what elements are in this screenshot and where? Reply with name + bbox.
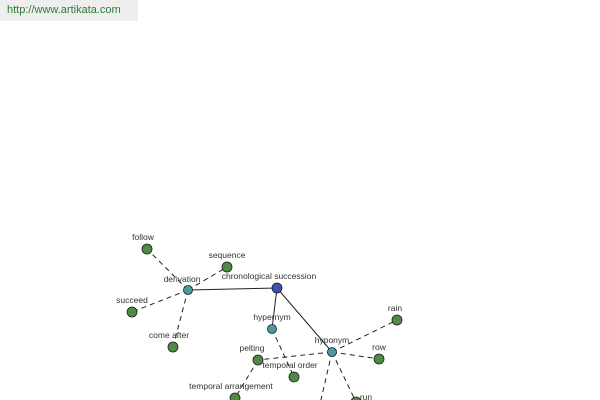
- node-derivation[interactable]: derivation: [164, 274, 201, 295]
- node-follow[interactable]: follow: [132, 232, 155, 255]
- node-row[interactable]: row: [372, 342, 387, 365]
- edge-hyponym-to-row: [331, 351, 380, 360]
- node-dot-hypernym[interactable]: [267, 324, 277, 334]
- node-label-follow[interactable]: follow: [132, 232, 155, 242]
- node-dot-succeed[interactable]: [126, 306, 138, 318]
- node-label-pelting[interactable]: pelting: [239, 343, 264, 353]
- edge-hyponym-to-pelting: [257, 351, 333, 361]
- node-hyponym[interactable]: hyponym: [315, 335, 350, 357]
- edge-chronological-succession-to-hypernym: [271, 287, 278, 330]
- node-dot-hyponym[interactable]: [327, 347, 337, 357]
- node-dot-come-after[interactable]: [167, 341, 179, 353]
- edge-pelting-to-temporal-arrangement: [234, 359, 259, 399]
- node-rain[interactable]: rain: [388, 303, 403, 326]
- node-dot-chronological-succession[interactable]: [271, 282, 283, 294]
- edge-derivation-to-follow: [146, 248, 189, 291]
- node-label-sequence[interactable]: sequence: [209, 250, 246, 260]
- node-dot-follow[interactable]: [141, 243, 153, 255]
- node-label-temporal-arrangement[interactable]: temporal arrangement: [189, 381, 273, 391]
- node-label-chronological-succession[interactable]: chronological succession: [222, 271, 317, 281]
- edge-hyponym-to-rain: [331, 319, 398, 353]
- node-label-hyponym[interactable]: hyponym: [315, 335, 350, 345]
- node-label-temporal-order[interactable]: temporal order: [262, 360, 317, 370]
- edge-derivation-to-come-after: [172, 289, 189, 348]
- node-label-derivation[interactable]: derivation: [164, 274, 201, 284]
- edge-chronological-succession-to-derivation: [187, 287, 278, 291]
- node-label-come-after[interactable]: come after: [149, 330, 189, 340]
- node-dot-derivation[interactable]: [183, 285, 193, 295]
- node-come-after[interactable]: come after: [149, 330, 189, 353]
- edge-hyponym-to-offscreen: [320, 351, 333, 400]
- node-dot-run[interactable]: [350, 396, 362, 400]
- edge-chronological-succession-to-hyponym: [276, 287, 333, 353]
- node-label-run[interactable]: run: [360, 392, 373, 400]
- node-dot-rain[interactable]: [391, 314, 403, 326]
- graph-nodes: chronological succession derivation hypern…: [116, 232, 403, 400]
- node-dot-row[interactable]: [373, 353, 385, 365]
- node-label-succeed[interactable]: succeed: [116, 295, 148, 305]
- edge-derivation-to-succeed: [131, 289, 189, 313]
- node-label-row[interactable]: row: [372, 342, 387, 352]
- graph-edges: [131, 248, 398, 400]
- node-chronological-succession[interactable]: chronological succession: [222, 271, 317, 294]
- node-sequence[interactable]: sequence: [209, 250, 246, 273]
- node-dot-temporal-order[interactable]: [288, 371, 300, 383]
- node-dot-temporal-arrangement[interactable]: [229, 392, 241, 400]
- node-dot-sequence[interactable]: [221, 261, 233, 273]
- node-succeed[interactable]: succeed: [116, 295, 148, 318]
- node-label-hypernym[interactable]: hypernym: [253, 312, 290, 322]
- site-url-link[interactable]: http://www.artikata.com: [0, 0, 138, 21]
- node-hypernym[interactable]: hypernym: [253, 312, 291, 334]
- node-label-rain[interactable]: rain: [388, 303, 402, 313]
- node-temporal-arrangement[interactable]: temporal arrangement: [189, 381, 273, 400]
- edge-hyponym-to-run: [331, 351, 356, 400]
- node-pelting[interactable]: pelting: [239, 343, 265, 366]
- edge-derivation-to-sequence: [187, 266, 228, 291]
- node-run[interactable]: run: [350, 392, 373, 400]
- node-temporal-order[interactable]: temporal order: [262, 360, 318, 383]
- node-dot-pelting[interactable]: [252, 354, 264, 366]
